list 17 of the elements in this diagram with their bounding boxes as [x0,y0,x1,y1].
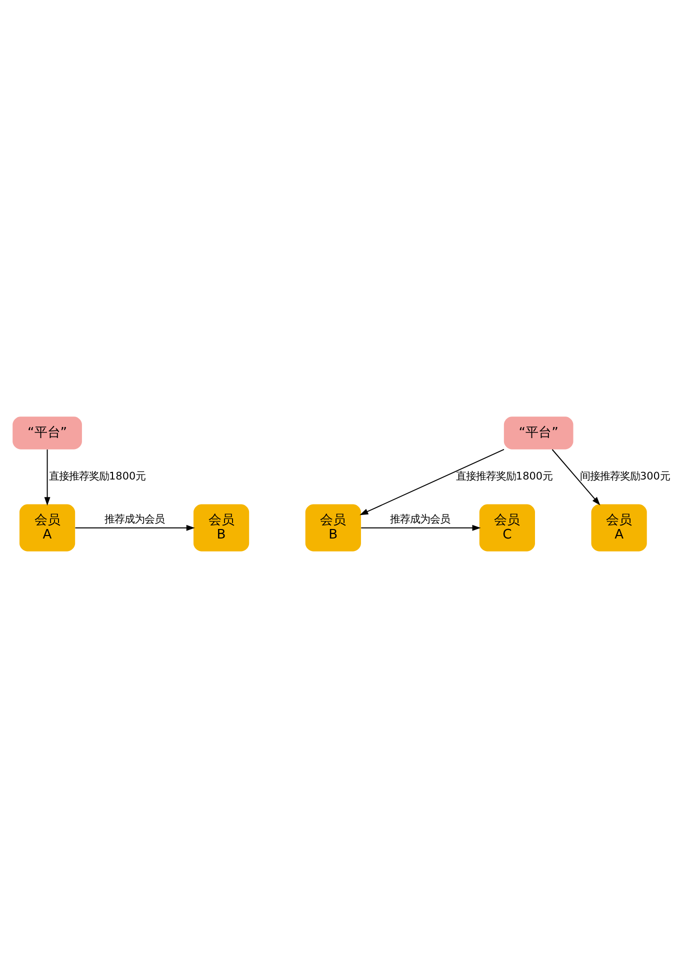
edge-label: 直接推荐奖励1800元 [456,470,553,482]
edge-label: 间接推荐奖励300元 [580,470,670,482]
edge-label: 推荐成为会员 [390,513,450,526]
node-box: 会员 C [479,504,535,552]
node-box: 会员 A [591,504,647,552]
node-box: 会员 B [194,504,250,552]
edge-label: 直接推荐奖励1800元 [49,470,146,482]
node-box: “平台” [504,416,574,450]
arrow [360,448,504,516]
node-box: “平台” [12,416,82,450]
edge-label: 推荐成为会员 [104,513,164,526]
arrow [44,449,50,506]
arrow [552,449,600,506]
node-box: 会员 A [19,504,76,552]
arrow [74,524,195,531]
arrow [360,524,481,531]
node-box: 会员 B [305,504,361,552]
